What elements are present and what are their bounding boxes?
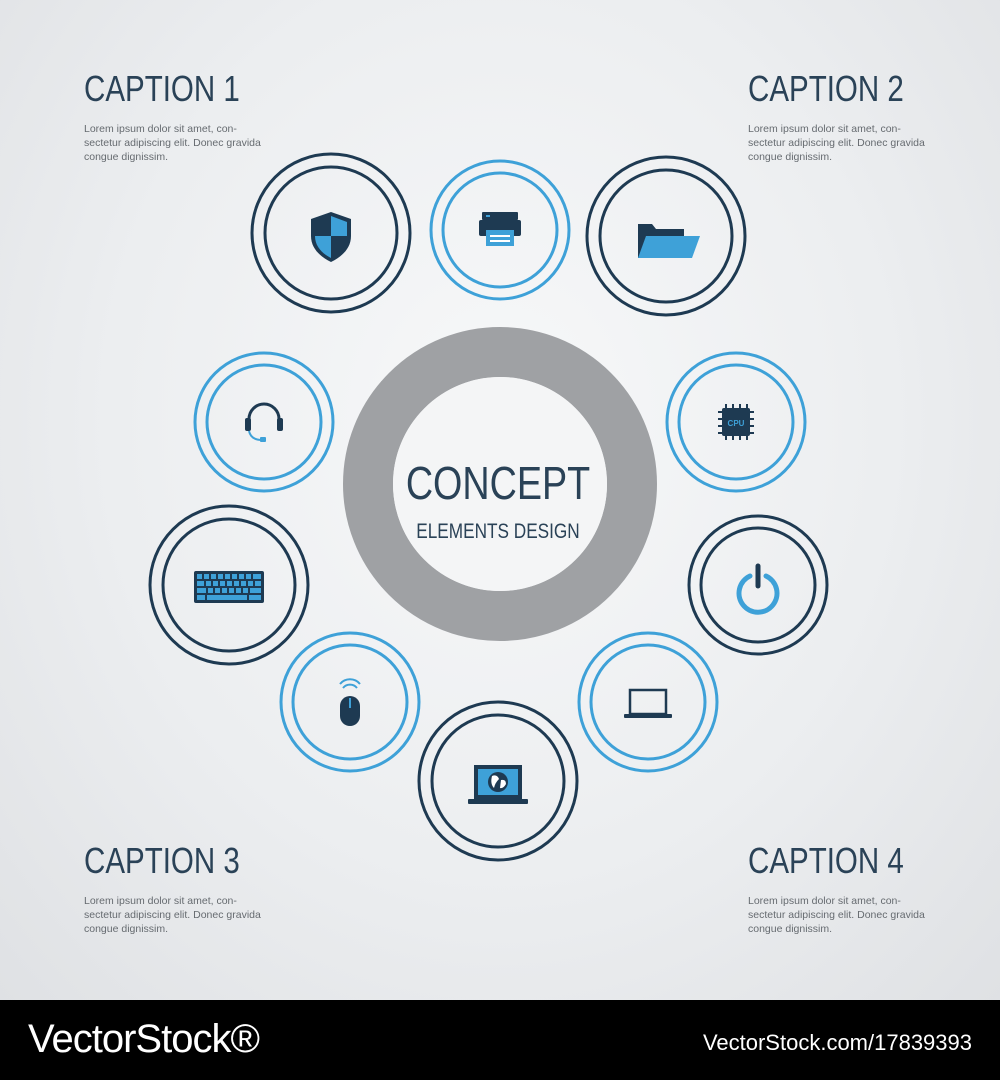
caption-2: CAPTION 2 Lorem ipsum dolor sit amet, co…	[748, 68, 988, 164]
vectorstock-logo: VectorStock®	[28, 1017, 260, 1061]
wireless-mouse-node	[279, 631, 421, 773]
caption-body: Lorem ipsum dolor sit amet, con- sectetu…	[748, 123, 925, 163]
caption-title: CAPTION 2	[748, 68, 904, 109]
printer-icon	[479, 212, 521, 246]
headset-node	[193, 351, 335, 493]
keyboard-node	[148, 504, 310, 666]
center-subtitle: ELEMENTS DESIGN	[416, 521, 579, 544]
globe-laptop-node	[417, 700, 579, 862]
caption-3: CAPTION 3 Lorem ipsum dolor sit amet, co…	[84, 840, 324, 936]
cpu-node: CPU	[665, 351, 807, 493]
headset-icon	[245, 402, 283, 442]
folder-icon	[638, 224, 700, 258]
caption-4: CAPTION 4 Lorem ipsum dolor sit amet, co…	[748, 840, 988, 936]
caption-title: CAPTION 4	[748, 840, 904, 881]
caption-1: CAPTION 1 Lorem ipsum dolor sit amet, co…	[84, 68, 324, 164]
caption-body: Lorem ipsum dolor sit amet, con- sectetu…	[84, 895, 261, 935]
printer-node	[429, 159, 571, 301]
concept-diagram: CONCEPT ELEMENTS DESIGN	[148, 152, 829, 862]
caption-title: CAPTION 1	[84, 68, 240, 109]
caption-body: Lorem ipsum dolor sit amet, con- sectetu…	[84, 123, 261, 163]
caption-body: Lorem ipsum dolor sit amet, con- sectetu…	[748, 895, 925, 935]
cpu-label: CPU	[728, 419, 745, 428]
shield-node	[250, 152, 412, 314]
cpu-icon: CPU	[718, 404, 754, 440]
folder-node	[585, 155, 747, 317]
center-ring: CONCEPT ELEMENTS DESIGN	[343, 327, 657, 641]
caption-title: CAPTION 3	[84, 840, 240, 881]
laptop-icon	[624, 688, 672, 718]
power-node	[687, 514, 829, 656]
laptop-node	[577, 631, 719, 773]
keyboard-icon	[194, 571, 264, 603]
stock-id-url: VectorStock.com/17839393	[702, 1030, 972, 1055]
wireless-mouse-icon	[339, 678, 361, 726]
globe-laptop-icon	[468, 765, 528, 804]
infographic-canvas: CAPTION 1 Lorem ipsum dolor sit amet, co…	[0, 0, 1000, 1000]
watermark-footer: VectorStock® VectorStock.com/17839393	[0, 1000, 1000, 1080]
shield-icon	[311, 212, 351, 262]
power-icon	[736, 563, 780, 615]
center-title: CONCEPT	[406, 457, 590, 508]
